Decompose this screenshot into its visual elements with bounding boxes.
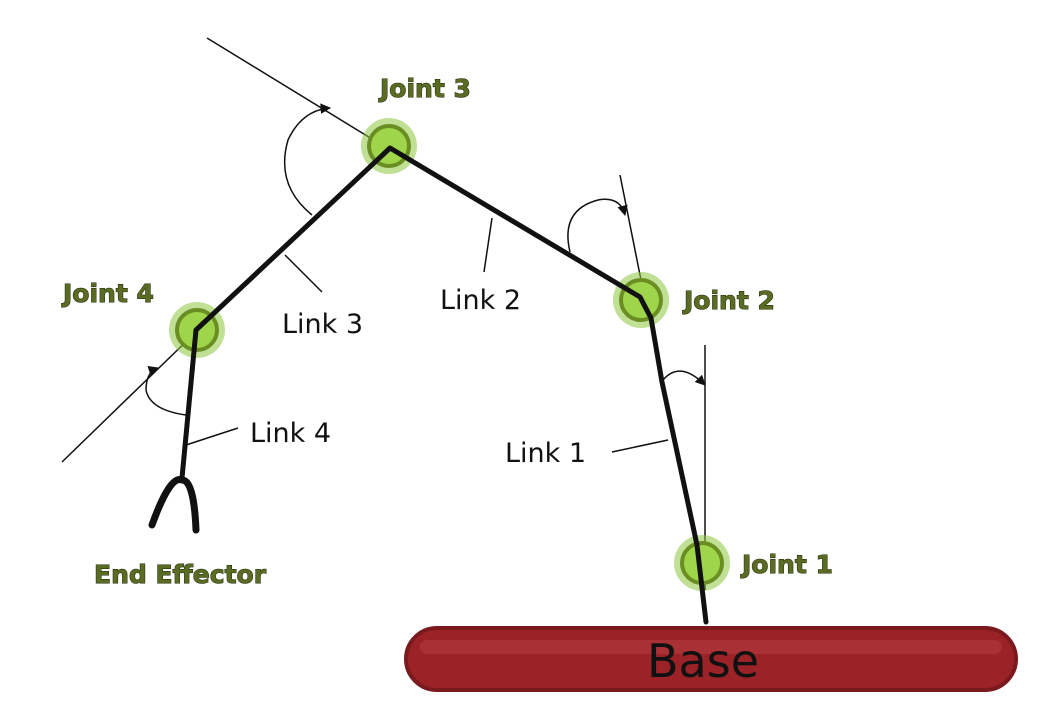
angle-arc-joint1 [662,370,706,386]
angle-arc-joint3 [283,103,332,216]
arm-polyline [179,145,709,625]
link-4-label: Link 4 [250,418,331,449]
joint-markers [169,118,730,591]
link-1-label: Link 1 [505,438,586,469]
angle-arcs [145,103,706,416]
end-effector-label: End Effector [94,560,267,589]
base-highlight [420,640,1002,654]
leader-link2 [483,217,493,273]
ref-line-joint3-extension [206,37,391,151]
link-2-label: Link 2 [440,285,521,316]
joint-1-marker [674,535,730,591]
leader-link3 [284,254,323,293]
base-label: Base [647,634,759,688]
joint-3-label: Joint 3 [378,74,471,103]
end-effector-gripper [148,476,200,534]
arm-links [179,145,709,625]
link-3-label: Link 3 [282,309,363,340]
ref-line-joint4-extension [61,331,197,463]
joint-1-label: Joint 1 [740,550,833,579]
base: Base [404,626,1018,692]
leader-lines [185,217,669,453]
leader-link4 [185,427,239,446]
leader-link1 [611,439,669,453]
angle-arc-joint2 [567,198,628,253]
joint-2-label: Joint 2 [682,286,775,315]
joint-4-label: Joint 4 [61,279,154,308]
angle-arc-joint4 [145,366,187,416]
